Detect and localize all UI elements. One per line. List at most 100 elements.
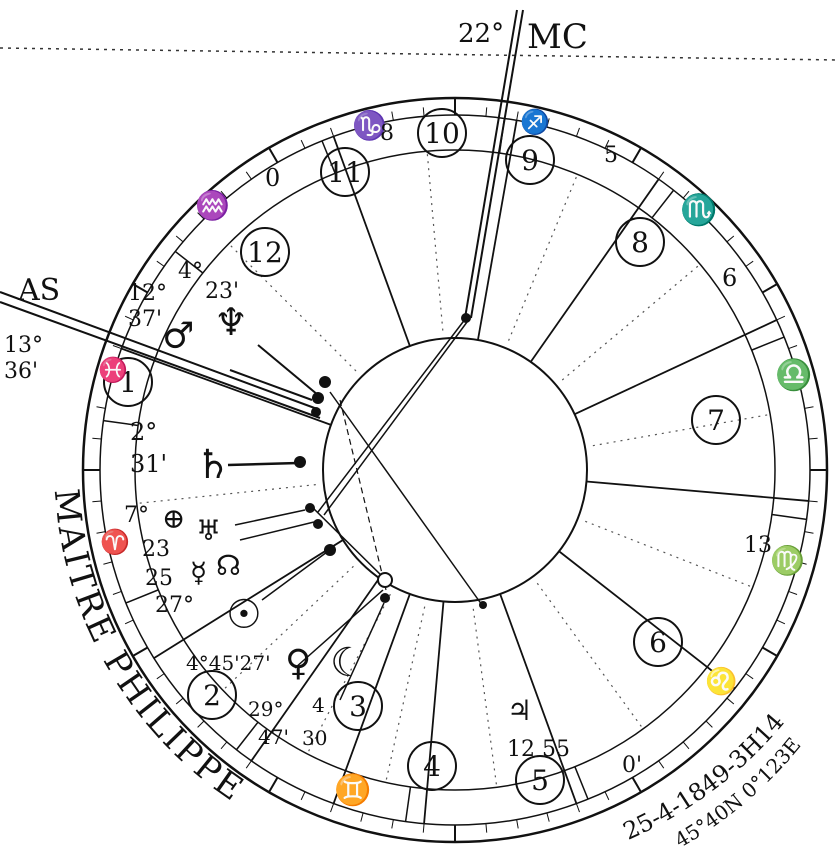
degree-tick <box>659 761 664 768</box>
uranus-degree: 23 <box>142 537 170 562</box>
cusp-mark-8: 6 <box>722 264 737 292</box>
degree-tick <box>486 824 487 833</box>
as-dot <box>311 407 321 417</box>
degree-tick <box>246 172 251 179</box>
venus-degree: 29° <box>248 697 283 721</box>
moon-degree: 4 <box>312 693 325 717</box>
degree-tick <box>486 107 487 116</box>
sign-boundary <box>406 787 411 822</box>
degree-tick <box>113 591 121 594</box>
uranus-icon: ♅ <box>196 514 221 547</box>
house-cusp-line <box>575 320 777 414</box>
saturn-degree: 2° <box>130 418 157 446</box>
degree-tick <box>198 721 204 727</box>
inner-circle <box>323 338 587 602</box>
house-number-11: 11 <box>327 156 363 189</box>
degree-tick <box>805 532 814 534</box>
mercury-degree: 25 <box>145 566 173 591</box>
sign-boundary <box>752 337 784 350</box>
degree-tick <box>246 761 251 768</box>
house-mid-dotted <box>386 607 425 781</box>
top-dotted-line <box>0 48 839 60</box>
degree-tick <box>746 261 753 266</box>
node-icon: ☊ <box>216 549 241 582</box>
house-number-7: 7 <box>707 404 725 437</box>
moon-minutes: 30 <box>302 726 327 750</box>
uranus-leader <box>235 510 305 525</box>
degree-tick <box>103 562 112 564</box>
degree-tick <box>92 438 101 439</box>
degree-tick <box>659 172 664 179</box>
degree-tick <box>331 128 334 136</box>
degree-tick <box>789 346 797 349</box>
degree-tick <box>517 112 519 121</box>
moon-icon: ☾ <box>330 640 366 686</box>
degree-tick <box>423 107 424 116</box>
neptune-degree: 4° <box>178 259 203 284</box>
sign-boundary <box>236 722 258 750</box>
degree-tick <box>809 501 818 502</box>
mercury-leader <box>240 522 314 540</box>
degree-tick <box>633 148 642 163</box>
degree-tick <box>176 236 183 242</box>
degree-tick <box>269 777 278 792</box>
cusp-mark-5: 0' <box>622 753 642 778</box>
house-mid-dotted <box>585 521 751 586</box>
cusp-mark-9: 5 <box>604 143 618 168</box>
degree-tick <box>92 501 101 502</box>
degree-tick <box>547 813 549 822</box>
sign-boundary <box>652 190 674 218</box>
cusp-mark-6: 13 <box>744 533 772 558</box>
house-mid-dotted <box>509 176 577 340</box>
degree-tick <box>423 824 424 833</box>
pisces-glyph: ♓ <box>98 356 128 384</box>
saturn-icon: ♄ <box>195 442 231 488</box>
fortune-degree: 7° <box>124 503 149 528</box>
degree-tick <box>392 112 394 121</box>
mc-degree: 22° <box>458 19 504 49</box>
sign-boundary <box>126 590 158 603</box>
house-number-4: 4 <box>423 750 441 783</box>
degree-tick <box>157 261 164 266</box>
degree-tick <box>809 438 818 439</box>
degree-tick <box>576 128 579 136</box>
house-mid-dotted <box>562 266 698 380</box>
leo-glyph: ♌ <box>705 666 737 697</box>
venus-dot <box>380 593 390 603</box>
libra-glyph: ♎ <box>775 357 812 393</box>
degree-tick <box>392 820 394 829</box>
degree-tick <box>777 316 785 320</box>
sagittarius-glyph: ♐ <box>520 108 550 136</box>
gemini-glyph: ♊ <box>334 772 371 808</box>
sun-dot <box>324 544 336 556</box>
neptune-dot <box>319 376 331 388</box>
degree-tick <box>762 648 777 657</box>
mars-minutes: 37' <box>128 307 162 332</box>
mc-line-b <box>471 10 523 318</box>
as-label: AS <box>17 273 60 308</box>
house-mid-dotted <box>593 415 768 446</box>
mercury-icon: ☿ <box>190 556 207 589</box>
house-mid-dotted <box>473 609 496 785</box>
degree-tick <box>683 742 689 749</box>
degree-tick <box>361 813 363 822</box>
venus-icon: ♀ <box>285 643 311 684</box>
part-of-fortune-icon: ⊕ <box>162 502 185 535</box>
mercury-dot <box>313 519 323 529</box>
as-degree: 13° <box>4 333 43 358</box>
sun-leader <box>262 552 327 600</box>
degree-tick <box>97 407 106 409</box>
house-cusp-line <box>531 179 659 362</box>
degree-tick <box>727 698 734 704</box>
house-number-9: 9 <box>521 144 539 177</box>
mars-degree: 12° <box>128 281 167 306</box>
jupiter-degree: 12 55 <box>507 737 570 762</box>
degree-tick <box>301 792 305 800</box>
scorpio-glyph: ♏ <box>680 192 717 228</box>
moon-dot <box>378 573 392 587</box>
degree-tick <box>746 674 753 679</box>
degree-tick <box>789 591 797 594</box>
degree-tick <box>727 236 734 242</box>
